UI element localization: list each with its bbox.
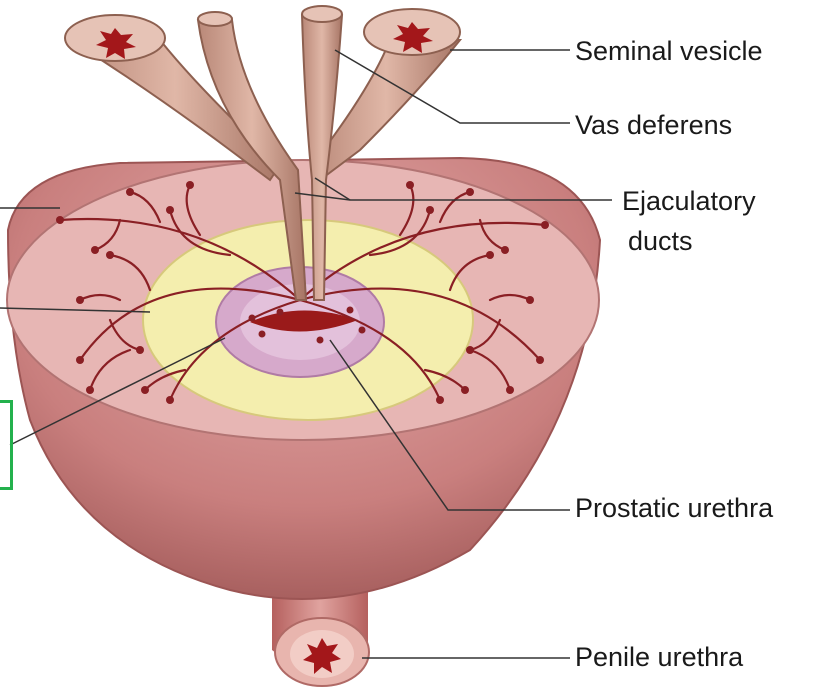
label-ducts: ducts [628, 226, 693, 257]
label-vas-deferens: Vas deferens [575, 110, 732, 141]
label-prostatic-urethra: Prostatic urethra [575, 493, 773, 524]
label-penile-urethra: Penile urethra [575, 642, 743, 673]
highlight-box [0, 400, 13, 490]
label-seminal-vesicle: Seminal vesicle [575, 36, 763, 67]
label-ejaculatory: Ejaculatory [622, 186, 756, 217]
